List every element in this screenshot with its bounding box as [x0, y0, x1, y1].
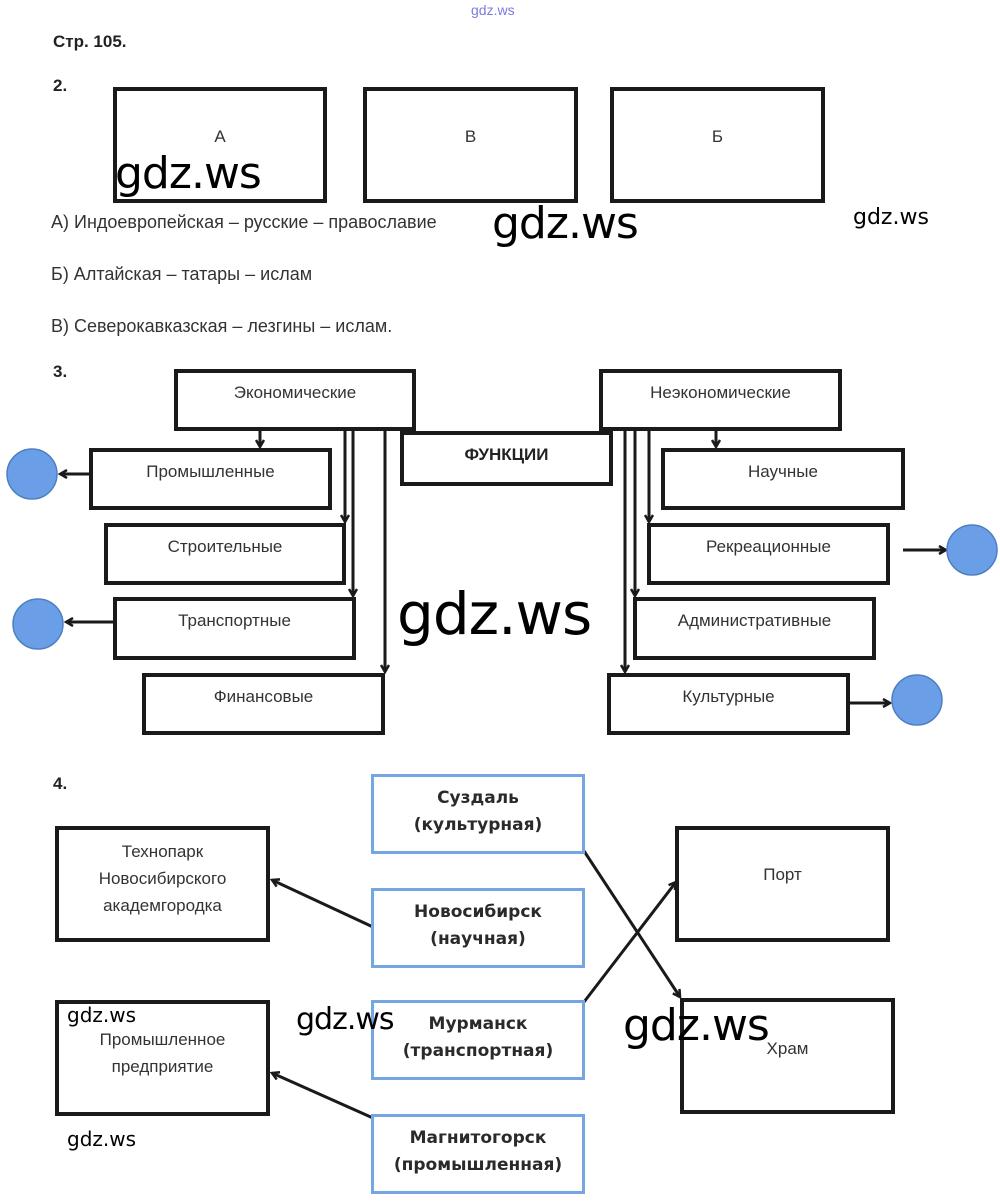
city-name: Суздаль	[437, 788, 519, 808]
task2-box-b-label: Б	[711, 127, 724, 146]
task4-number: 4.	[53, 774, 68, 793]
task2-box-v-label: В	[464, 127, 477, 146]
watermark: gdz.ws	[115, 148, 262, 199]
city-murmansk: Мурманск (транспортная)	[371, 1000, 585, 1080]
marker-transp	[12, 598, 64, 650]
neecon-item-label: Административные	[677, 611, 832, 630]
center-label: ФУНКЦИИ	[464, 445, 549, 464]
neecon-title: Неэкономические	[650, 383, 791, 402]
econ-item-label: Финансовые	[213, 687, 314, 706]
watermark: gdz.ws	[67, 1003, 137, 1027]
marker-prom	[6, 448, 58, 500]
city-name: Магнитогорск	[409, 1128, 547, 1148]
task2-box-b: Б	[610, 87, 825, 203]
city-novosibirsk: Новосибирск (научная)	[371, 888, 585, 968]
watermark: gdz.ws	[296, 1002, 395, 1037]
task2-number: 2.	[53, 76, 68, 95]
city-magnitogorsk: Магнитогорск (промышленная)	[371, 1114, 585, 1194]
econ-item-fin: Финансовые	[142, 673, 385, 735]
watermark: gdz.ws	[67, 1127, 137, 1151]
neecon-item-kult: Культурные	[607, 673, 850, 735]
watermark: gdz.ws	[623, 1000, 770, 1051]
econ-title: Экономические	[233, 383, 357, 402]
watermark: gdz.ws	[853, 205, 929, 230]
city-type: (транспортная)	[402, 1041, 554, 1061]
top-watermark: gdz.ws	[471, 2, 515, 18]
city-type: (научная)	[430, 929, 526, 949]
watermark: gdz.ws	[397, 580, 592, 648]
marker-rekr	[946, 524, 998, 576]
target-label: Порт	[763, 865, 802, 884]
task2-answer-a: А) Индоевропейская – русские – православ…	[51, 212, 437, 232]
target-prom-enterprise: Промышленное предприятие	[55, 1000, 270, 1116]
econ-item-stroit: Строительные	[104, 523, 346, 585]
target-hram: Храм	[680, 998, 895, 1114]
marker-kult	[891, 674, 943, 726]
page-label: Стр. 105.	[53, 32, 127, 51]
task2-box-a: А	[113, 87, 327, 203]
econ-item-label: Транспортные	[178, 611, 291, 630]
neecon-item-admin: Административные	[633, 597, 876, 660]
target-label: Храм	[766, 1039, 809, 1058]
neecon-item-nauch: Научные	[661, 448, 905, 510]
neecon-item-label: Культурные	[682, 687, 775, 706]
arrow-novosib-technopark	[272, 880, 374, 929]
arrow-suzdal-hram	[582, 850, 680, 997]
city-name: Новосибирск	[414, 902, 542, 922]
task2-answer-v: В) Северокавказская – лезгины – ислам.	[51, 316, 393, 336]
econ-item-label: Строительные	[167, 537, 283, 556]
econ-title-box: Экономические	[174, 369, 416, 431]
city-name: Мурманск	[428, 1014, 528, 1034]
task3-number: 3.	[53, 362, 68, 381]
task2-answer-b: Б) Алтайская – татары – ислам	[51, 264, 313, 284]
neecon-title-box: Неэкономические	[599, 369, 842, 431]
city-suzdal: Суздаль (культурная)	[371, 774, 585, 854]
center-box: ФУНКЦИИ	[400, 431, 613, 486]
arrow-murmansk-port	[582, 882, 676, 1003]
task2-box-a-label: А	[214, 127, 226, 146]
target-label: Технопарк Новосибирского академгородка	[98, 842, 227, 915]
arrow-magnit-prom	[272, 1073, 374, 1120]
neecon-item-label: Научные	[748, 462, 818, 481]
neecon-item-rekr: Рекреационные	[647, 523, 890, 585]
econ-item-label: Промышленные	[146, 462, 275, 481]
econ-item-transp: Транспортные	[113, 597, 356, 660]
target-port: Порт	[675, 826, 890, 942]
target-technopark: Технопарк Новосибирского академгородка	[55, 826, 270, 942]
watermark: gdz.ws	[492, 198, 639, 249]
target-label: Промышленное предприятие	[99, 1030, 226, 1076]
city-type: (промышленная)	[393, 1155, 563, 1175]
neecon-item-label: Рекреационные	[706, 537, 831, 556]
econ-item-prom: Промышленные	[89, 448, 332, 510]
task2-box-v: В	[363, 87, 578, 203]
city-type: (культурная)	[413, 815, 543, 835]
